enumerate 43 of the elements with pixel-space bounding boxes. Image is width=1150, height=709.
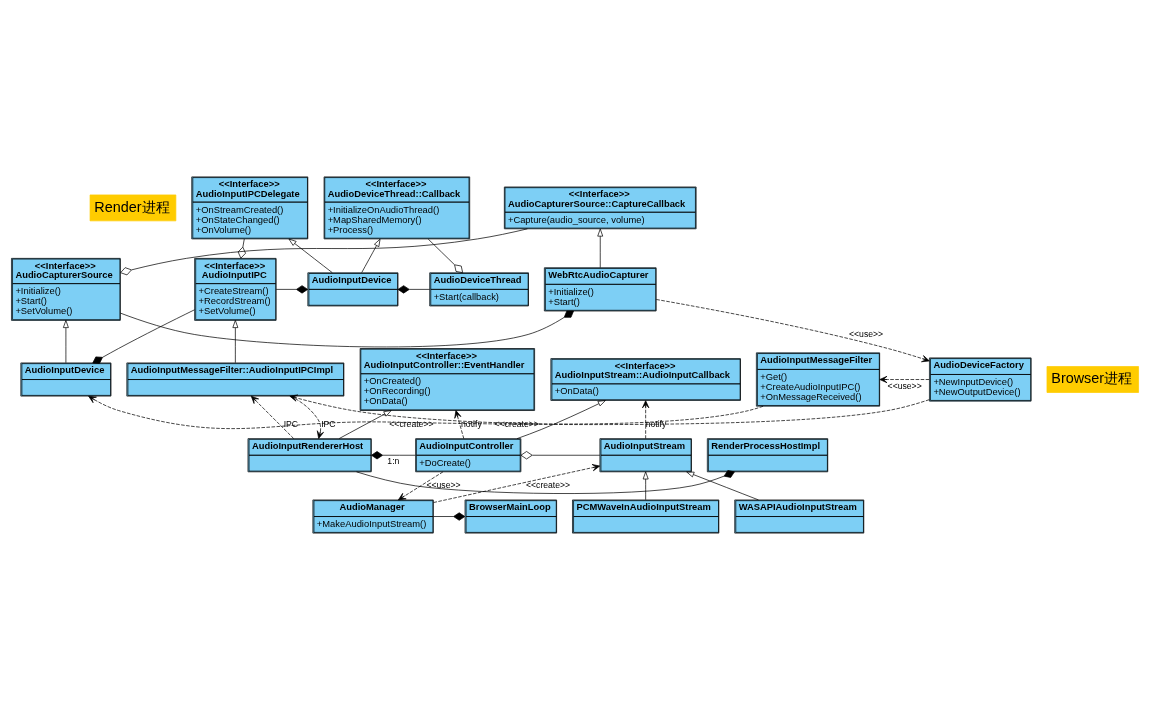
edge-label: IPC bbox=[321, 418, 336, 429]
connector bbox=[356, 469, 735, 494]
edge-label: 1:n bbox=[387, 455, 400, 466]
arrow bbox=[516, 399, 606, 439]
arrow bbox=[289, 394, 764, 424]
arrow bbox=[597, 228, 604, 268]
arrow bbox=[250, 395, 295, 439]
arrow bbox=[398, 471, 444, 500]
edge-label: notify bbox=[461, 418, 482, 429]
arrow bbox=[879, 375, 930, 383]
connector bbox=[92, 308, 195, 364]
connector bbox=[520, 450, 601, 459]
connector bbox=[120, 310, 574, 347]
connector bbox=[275, 284, 309, 293]
edge-label: <<use>> bbox=[426, 479, 461, 490]
arrow bbox=[63, 319, 69, 363]
arrow bbox=[361, 238, 381, 273]
arrow bbox=[642, 399, 650, 439]
edge-label: <<use>> bbox=[849, 328, 884, 339]
edge-label: <<create>> bbox=[389, 418, 434, 429]
edge-label: <<create>> bbox=[525, 479, 571, 490]
connector bbox=[120, 227, 528, 275]
node-box: Render进程 bbox=[89, 194, 177, 221]
arrow bbox=[338, 409, 392, 439]
connector bbox=[397, 284, 431, 293]
edge-label: notify bbox=[645, 418, 667, 429]
node-box: Browser进程 bbox=[1046, 365, 1139, 393]
connector bbox=[237, 238, 246, 259]
arrow bbox=[288, 238, 333, 273]
arrow bbox=[656, 298, 930, 362]
connector bbox=[427, 238, 463, 273]
edge-label: IPC bbox=[283, 418, 299, 429]
arrow bbox=[433, 463, 601, 503]
edge-label: <<create>> bbox=[494, 418, 539, 429]
arrow bbox=[232, 319, 239, 363]
connector bbox=[432, 511, 466, 521]
arrow bbox=[454, 409, 465, 439]
arrow bbox=[290, 395, 324, 439]
connector bbox=[371, 450, 416, 459]
arrow bbox=[686, 471, 759, 500]
arrow bbox=[642, 470, 649, 500]
edge-label: <<use>> bbox=[887, 380, 922, 391]
arrow bbox=[88, 395, 930, 429]
